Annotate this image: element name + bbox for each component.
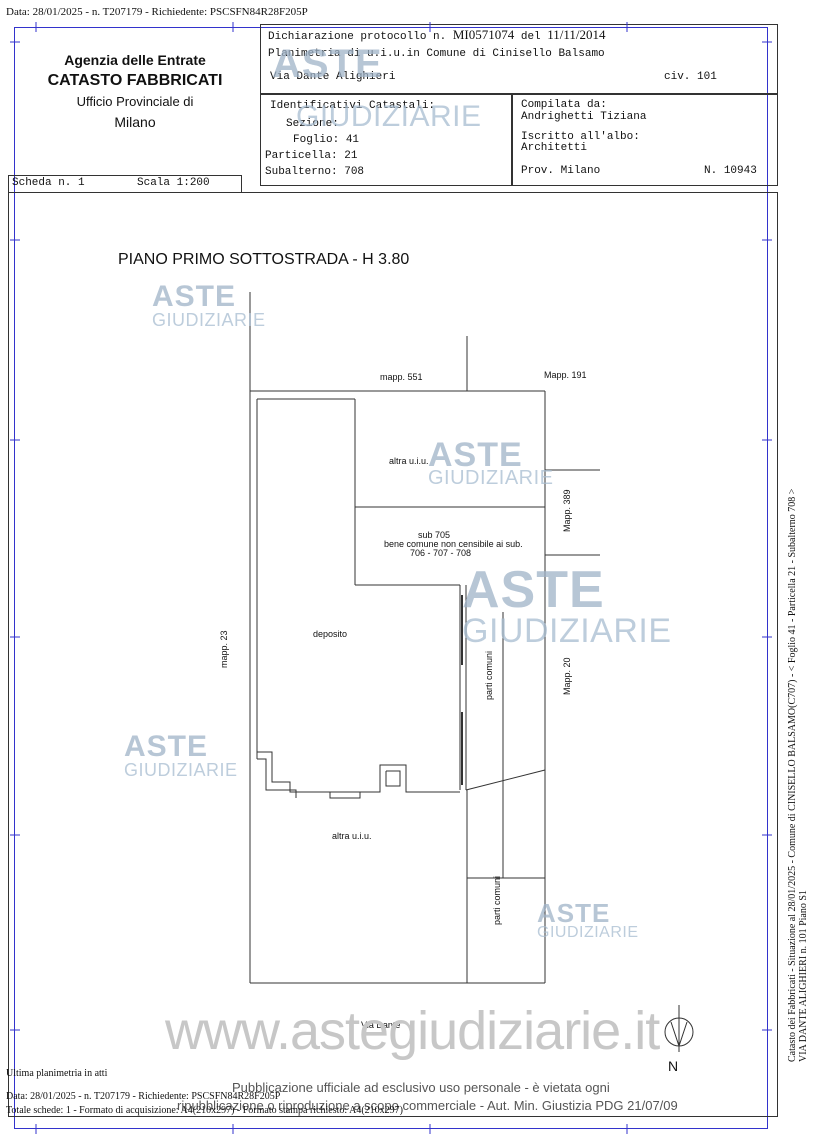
label-mapp-389: Mapp. 389 — [562, 489, 572, 532]
watermark-giudiziarie: GIUDIZIARIE — [296, 100, 482, 133]
declaration-box — [260, 24, 778, 94]
identifiers-title: Identificativi Catastali: — [270, 100, 436, 112]
foglio-line: Foglio: 41 — [293, 134, 359, 146]
subalterno-value: 708 — [344, 166, 365, 178]
office-label: Ufficio Provinciale di — [76, 94, 194, 109]
province-value: Milano — [560, 165, 601, 177]
side-address: VIA DANTE ALIGHIERI n. 101 Piano S1 — [798, 890, 809, 1062]
plan-description: Planimetria di u.i.u.in Comune di Cinise… — [268, 48, 605, 60]
watermark-aste: ASTE — [152, 280, 237, 313]
frame-left-line — [14, 27, 15, 1129]
label-mapp-20: Mapp. 20 — [562, 657, 572, 695]
watermark-giudiziarie: GIUDIZIARIE — [152, 310, 266, 330]
document-header: Data: 28/01/2025 - n. T207179 - Richiede… — [6, 6, 308, 18]
frame-right-line — [767, 27, 768, 1129]
watermark-aste: ASTE — [462, 561, 605, 619]
particella-line: Particella: 21 — [265, 150, 357, 162]
protocol-date: 11/11/2014 — [547, 27, 606, 42]
publication-notice-2: ripubblicazione o riproduzione a scopo c… — [177, 1098, 678, 1113]
agency-name: Agenzia delle Entrate — [64, 52, 206, 68]
publication-notice-1: Pubblicazione ufficiale ad esclusivo uso… — [232, 1080, 610, 1095]
watermark-giudiziarie: GIUDIZIARIE — [537, 924, 639, 941]
scale-value: 1:200 — [176, 177, 210, 189]
label-mapp-551: mapp. 551 — [380, 372, 423, 382]
subalterno-line: Subalterno: 708 — [265, 166, 364, 178]
plan-title: PIANO PRIMO SOTTOSTRADA - H 3.80 — [118, 251, 410, 268]
registration-value: 10943 — [723, 165, 757, 177]
province-line: Prov. Milano — [521, 165, 600, 177]
last-plan-note: Ultima planimetria in atti — [6, 1068, 108, 1079]
civic-value: 101 — [697, 71, 717, 83]
side-catasto-info: Catasto dei Fabbricati - Situazione al 2… — [787, 488, 798, 1062]
watermark-giudiziarie: GIUDIZIARIE — [428, 467, 554, 489]
north-label: N — [668, 1058, 679, 1074]
label-altra-uiu-bottom: altra u.i.u. — [332, 831, 372, 841]
watermark-aste: ASTE — [428, 436, 523, 474]
frame-top-line — [14, 27, 768, 28]
civic-number: civ. 101 — [664, 71, 717, 83]
watermark-giudiziarie: GIUDIZIARIE — [124, 760, 238, 780]
site-watermark: www.astegiudiziarie.it — [165, 1001, 660, 1061]
scheda-number: 1 — [78, 177, 85, 189]
office-city: Milano — [114, 114, 156, 130]
label-via-dante: Via Dante — [361, 1020, 401, 1030]
subalterno-label: Subalterno: — [265, 166, 338, 178]
street-name: Via Dante Alighieri — [270, 71, 396, 83]
drawing-frame — [8, 192, 778, 1117]
registration-label: N. — [704, 165, 718, 177]
frame-bottom-line — [14, 1128, 768, 1129]
footer-data-line: Data: 28/01/2025 - n. T207179 - Richiede… — [6, 1091, 281, 1102]
compiler-box — [512, 94, 778, 186]
scale-line: Scala 1:200 — [137, 177, 210, 189]
province-label: Prov. — [521, 165, 555, 177]
foglio-value: 41 — [345, 134, 360, 146]
compiled-label: Compilata da: — [521, 99, 607, 111]
label-parti-comuni-2: parti comuni — [492, 875, 502, 925]
particella-label: Particella: — [265, 150, 338, 162]
watermark-giudiziarie: GIUDIZIARIE — [462, 612, 672, 650]
watermark-aste: ASTE — [124, 730, 209, 763]
north-arrow-icon — [664, 1005, 694, 1052]
label-mapp-23: mapp. 23 — [219, 630, 229, 668]
watermark-aste: ASTE — [272, 42, 383, 86]
date-label: del — [520, 31, 541, 43]
scheda-label: Scheda n. — [12, 177, 72, 189]
footer-totale-line: Totale schede: 1 - Formato di acquisizio… — [6, 1105, 403, 1116]
label-deposito: deposito — [313, 629, 348, 639]
protocol-number: MI0571074 — [452, 27, 515, 42]
compiler-name: Andrighetti Tiziana — [521, 111, 647, 123]
label-sub-705-desc: bene comune non censibile ai sub. — [384, 539, 523, 549]
albo-value: Architetti — [521, 142, 588, 154]
label-altra-uiu-top: altra u.i.u. — [389, 456, 429, 466]
sezione-label: Sezione: — [286, 118, 339, 130]
protocol-label: Dichiarazione protocollo n. — [268, 31, 447, 43]
label-parti-comuni-1: parti comuni — [484, 650, 494, 700]
watermark-aste: ASTE — [537, 898, 611, 928]
label-sub-705: sub 705 — [418, 530, 451, 540]
scheda-line: Scheda n. 1 — [12, 177, 85, 189]
foglio-label: Foglio: — [293, 134, 340, 146]
registration-number: N. 10943 — [704, 165, 757, 177]
albo-label: Iscritto all'albo: — [521, 131, 640, 143]
civic-label: civ. — [664, 71, 691, 83]
label-mapp-191: Mapp. 191 — [544, 370, 587, 380]
label-sub-705-units: 706 - 707 - 708 — [410, 548, 472, 558]
protocol-line: Dichiarazione protocollo n. MI0571074 de… — [268, 27, 606, 43]
catasto-title: CATASTO FABBRICATI — [47, 72, 223, 89]
identifiers-box — [260, 94, 512, 186]
scale-label: Scala — [137, 177, 171, 189]
particella-value: 21 — [344, 150, 358, 162]
